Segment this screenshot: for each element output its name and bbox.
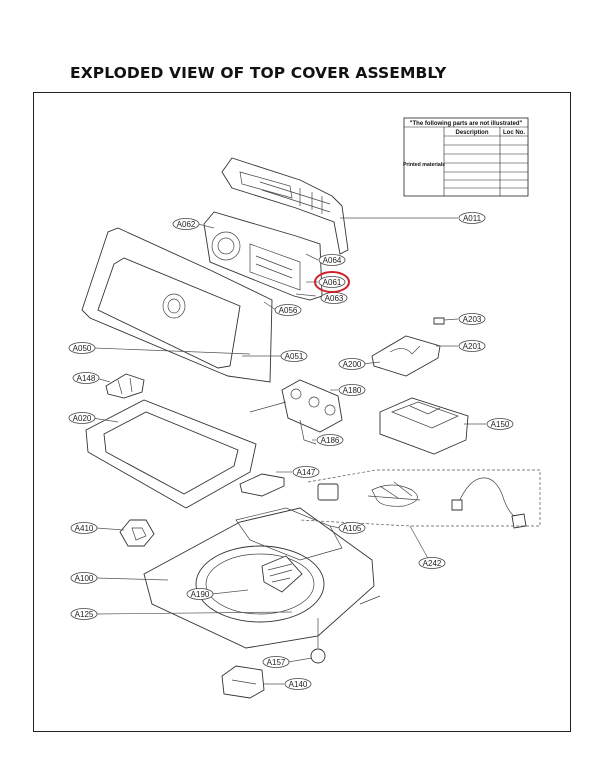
svg-text:A100: A100 bbox=[75, 574, 94, 583]
lock-switch-part bbox=[221, 665, 265, 699]
not-illustrated-table: "The following parts are not illustrated… bbox=[403, 117, 529, 197]
svg-text:A190: A190 bbox=[191, 590, 210, 599]
label-a063: A063 bbox=[320, 292, 348, 304]
label-a157: A157 bbox=[262, 656, 290, 668]
cap-part bbox=[119, 519, 155, 547]
svg-text:A150: A150 bbox=[491, 420, 510, 429]
label-a186: A186 bbox=[316, 434, 344, 446]
svg-text:A242: A242 bbox=[423, 559, 442, 568]
svg-text:A186: A186 bbox=[321, 436, 340, 445]
svg-text:A157: A157 bbox=[267, 658, 286, 667]
svg-text:A203: A203 bbox=[463, 315, 482, 324]
hinge-bracket-part bbox=[239, 473, 285, 497]
diagram-frame bbox=[33, 92, 571, 732]
svg-text:A410: A410 bbox=[75, 524, 94, 533]
label-a061: A061 bbox=[318, 276, 346, 288]
label-a050: A050 bbox=[68, 342, 96, 354]
dispenser-drawer-part bbox=[379, 397, 469, 455]
label-a200: A200 bbox=[338, 358, 366, 370]
highlight-circle bbox=[314, 271, 350, 293]
svg-text:A200: A200 bbox=[343, 360, 362, 369]
label-a201: A201 bbox=[458, 340, 486, 352]
svg-text:A105: A105 bbox=[343, 524, 362, 533]
knob-part bbox=[310, 618, 326, 664]
svg-text:A125: A125 bbox=[75, 610, 94, 619]
bracket-part bbox=[105, 373, 145, 399]
svg-text:A148: A148 bbox=[77, 374, 96, 383]
page-title: EXPLODED VIEW OF TOP COVER ASSEMBLY bbox=[70, 64, 447, 82]
control-panel-frame-part bbox=[81, 227, 273, 383]
svg-text:A201: A201 bbox=[463, 342, 482, 351]
label-a147: A147 bbox=[292, 466, 320, 478]
label-a242: A242 bbox=[418, 557, 446, 569]
table-col-loc: Loc No. bbox=[503, 130, 525, 136]
svg-text:A056: A056 bbox=[279, 306, 298, 315]
svg-text:A064: A064 bbox=[323, 256, 342, 265]
wiring-harness-part bbox=[299, 469, 541, 529]
svg-text:A063: A063 bbox=[325, 294, 344, 303]
label-a064: A064 bbox=[318, 254, 346, 266]
valve-part bbox=[249, 379, 343, 445]
label-a150: A150 bbox=[486, 418, 514, 430]
label-a011: A011 bbox=[458, 212, 486, 224]
svg-text:A180: A180 bbox=[343, 386, 362, 395]
label-a140: A140 bbox=[284, 678, 312, 690]
svg-text:A147: A147 bbox=[297, 468, 316, 477]
sensor-part bbox=[371, 317, 445, 377]
svg-text:A140: A140 bbox=[289, 680, 308, 689]
table-row-printed: Printed materials bbox=[403, 162, 445, 168]
label-a148: A148 bbox=[72, 372, 100, 384]
table-col-description: Description bbox=[455, 130, 488, 136]
callout-labels: A011 A062 A064 A061 A063 A056 A203 A050 … bbox=[68, 212, 514, 690]
label-a190: A190 bbox=[186, 588, 214, 600]
svg-text:A051: A051 bbox=[285, 352, 304, 361]
label-a125: A125 bbox=[70, 608, 98, 620]
label-a100: A100 bbox=[70, 572, 98, 584]
rear-panel-part bbox=[221, 157, 349, 255]
label-a020: A020 bbox=[68, 412, 96, 424]
svg-text:A061: A061 bbox=[323, 278, 342, 287]
label-a105: A105 bbox=[338, 522, 366, 534]
label-a056: A056 bbox=[274, 304, 302, 316]
label-a203: A203 bbox=[458, 313, 486, 325]
svg-text:A062: A062 bbox=[177, 220, 196, 229]
svg-text:A050: A050 bbox=[73, 344, 92, 353]
table-header: "The following parts are not illustrated… bbox=[410, 121, 523, 127]
label-a180: A180 bbox=[338, 384, 366, 396]
svg-text:A011: A011 bbox=[463, 214, 482, 223]
lid-part bbox=[85, 399, 257, 509]
label-a410: A410 bbox=[70, 522, 98, 534]
label-a051: A051 bbox=[280, 350, 308, 362]
label-a062: A062 bbox=[172, 218, 200, 230]
leader-lines bbox=[91, 217, 486, 685]
svg-text:A020: A020 bbox=[73, 414, 92, 423]
